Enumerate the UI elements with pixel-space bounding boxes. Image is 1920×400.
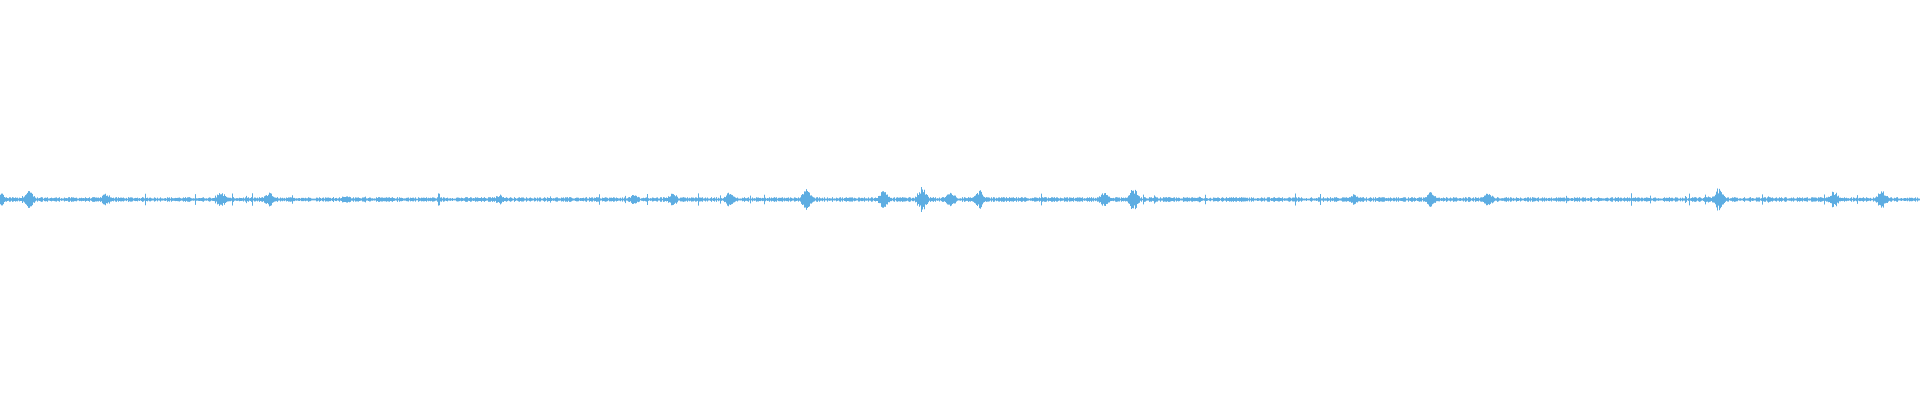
waveform-samples xyxy=(0,186,1920,213)
waveform-trace xyxy=(0,186,1920,213)
